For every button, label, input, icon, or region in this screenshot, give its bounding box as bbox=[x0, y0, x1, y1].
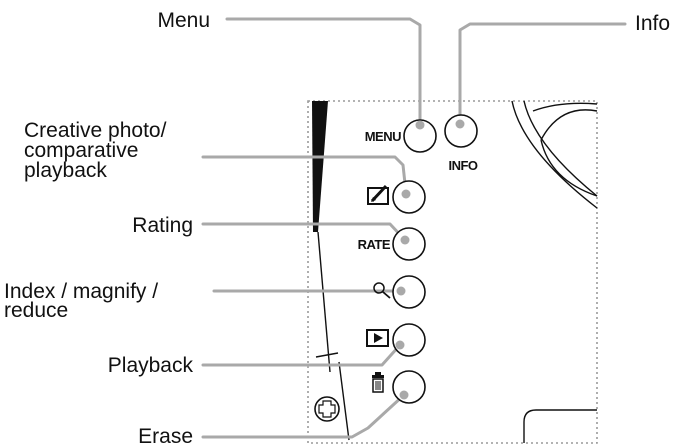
callout-index-line1: Index / magnify / bbox=[4, 280, 158, 303]
callout-creative-line2: comparative bbox=[24, 139, 138, 162]
pencil-square-icon bbox=[367, 184, 389, 205]
index-dot bbox=[396, 286, 406, 296]
rating-dot bbox=[400, 235, 410, 245]
callout-index-line2: reduce bbox=[4, 299, 68, 322]
cross-key-icon bbox=[314, 396, 340, 422]
body-curve-line bbox=[317, 231, 331, 373]
callout-menu: Menu bbox=[157, 9, 210, 32]
camera-body-outline bbox=[312, 100, 598, 443]
callout-erase: Erase bbox=[138, 425, 193, 448]
leader-info bbox=[458, 22, 627, 126]
erase-dot bbox=[399, 390, 409, 400]
playback-dot bbox=[395, 340, 405, 350]
leader-creative bbox=[201, 155, 408, 195]
body-left-edge bbox=[312, 101, 328, 232]
menu-button[interactable] bbox=[403, 119, 437, 153]
leader-erase bbox=[201, 393, 406, 439]
info-dot bbox=[455, 119, 465, 129]
creative-dot bbox=[401, 189, 411, 199]
dial-arc-inner bbox=[532, 102, 598, 112]
dial-arc-outer bbox=[511, 100, 598, 209]
leader-playback bbox=[201, 343, 402, 367]
leader-menu bbox=[225, 17, 422, 126]
dial-arc-center bbox=[540, 109, 598, 197]
callout-rating: Rating bbox=[132, 214, 193, 237]
callout-creative-line1: Creative photo/ bbox=[24, 119, 167, 142]
info-button-label: INFO bbox=[448, 158, 477, 173]
magnifier-icon bbox=[373, 282, 391, 299]
play-icon bbox=[366, 329, 389, 347]
dial-arc-mid bbox=[523, 100, 598, 197]
callout-creative-line3: playback bbox=[24, 159, 107, 182]
index-magnify-button[interactable] bbox=[392, 275, 426, 309]
leader-end-dots bbox=[395, 119, 465, 400]
screen-corner bbox=[523, 409, 597, 443]
lower-body-line bbox=[315, 352, 350, 441]
erase-button[interactable] bbox=[392, 370, 426, 404]
detail-frame bbox=[307, 100, 598, 444]
info-button[interactable] bbox=[444, 114, 478, 148]
playback-button[interactable] bbox=[392, 323, 426, 357]
leader-lines bbox=[201, 17, 627, 439]
rate-button-label: RATE bbox=[358, 237, 391, 252]
callout-info: Info bbox=[635, 12, 670, 35]
menu-button-label: MENU bbox=[365, 129, 401, 144]
rating-button[interactable] bbox=[392, 227, 426, 261]
menu-dot bbox=[415, 120, 425, 130]
callout-playback: Playback bbox=[108, 354, 194, 377]
trash-icon bbox=[372, 372, 384, 393]
